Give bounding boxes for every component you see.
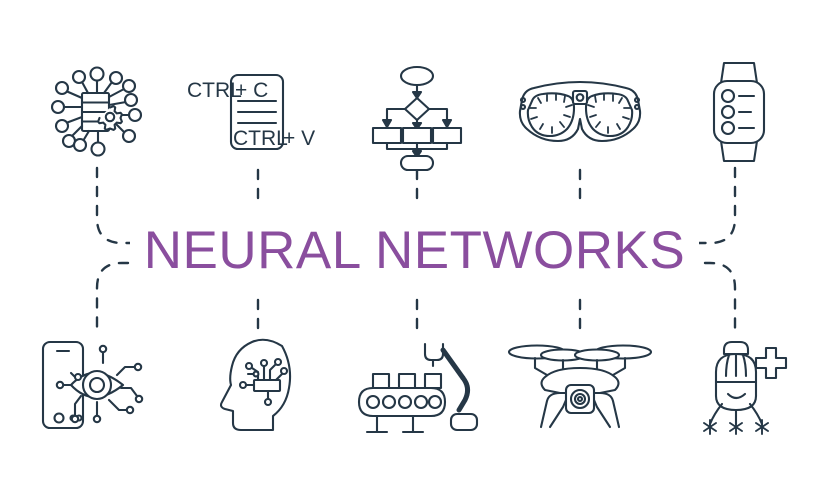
icon-smart-glasses <box>510 52 650 172</box>
icon-algorithm-flowchart <box>347 52 487 172</box>
icon-ai-head <box>188 325 328 445</box>
copy-ctrl-label: CTRL <box>187 79 242 102</box>
medical-nanobot-icon <box>703 340 788 435</box>
paste-key-label: + V <box>283 127 315 150</box>
icon-drone-quadcopter <box>507 325 653 445</box>
neural-network-chip-icon <box>50 66 143 157</box>
computer-vision-phone-icon <box>41 340 143 430</box>
icon-robotic-arm-conveyor <box>347 325 487 445</box>
robotic-arm-conveyor-icon <box>357 342 478 434</box>
icon-medical-nanobot <box>668 325 808 445</box>
page-title: NEURAL NETWORKS <box>129 223 700 277</box>
copy-paste-shortcut-icon: CTRL + C CTRL + V <box>187 73 315 151</box>
algorithm-flowchart-icon <box>371 65 463 172</box>
smart-watch-icon <box>712 61 766 163</box>
icon-computer-vision-phone <box>27 325 167 445</box>
copy-key-label: + C <box>235 79 268 102</box>
paste-ctrl-label: CTRL <box>233 127 288 150</box>
title-container: NEURAL NETWORKS <box>0 215 829 285</box>
drone-quadcopter-icon <box>507 344 653 429</box>
icon-smart-watch <box>668 52 808 172</box>
ai-head-icon <box>219 338 292 432</box>
icon-neural-network-chip <box>27 52 167 172</box>
icon-copy-paste-shortcut: CTRL + C CTRL + V <box>187 52 328 172</box>
smart-glasses-icon <box>518 80 642 143</box>
